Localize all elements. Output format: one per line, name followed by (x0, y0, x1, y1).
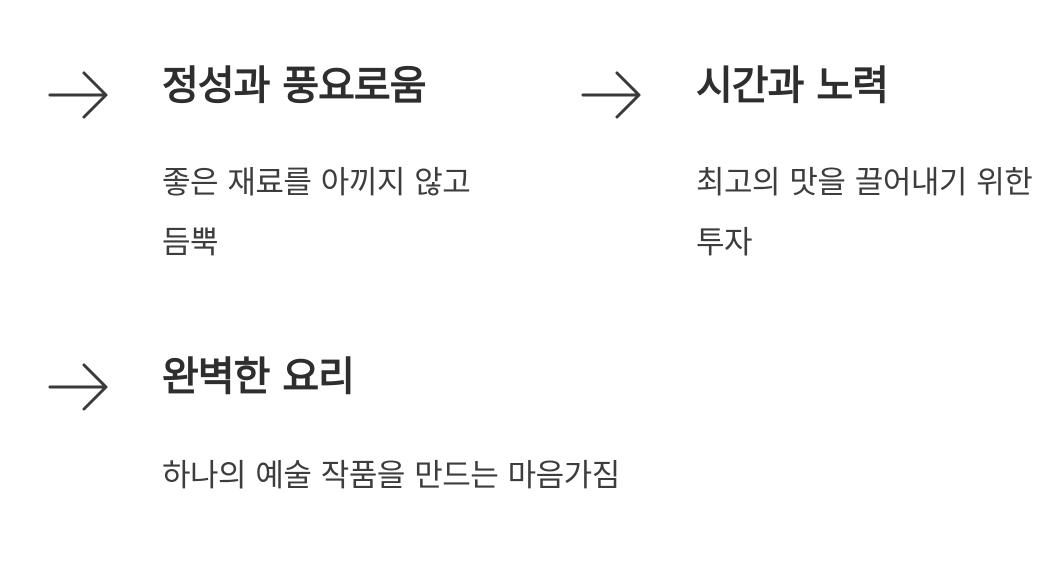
feature-description: 좋은 재료를 아끼지 않고 듬뿍 (162, 165, 471, 261)
feature-title: 시간과 노력 (696, 63, 889, 109)
feature-description: 최고의 맛을 끌어내기 위한 투자 (696, 165, 1033, 261)
feature-title: 정성과 풍요로움 (162, 63, 427, 109)
arrow-right-icon (47, 70, 109, 120)
arrow-right-icon (47, 362, 109, 412)
arrow-right-icon (580, 70, 642, 120)
feature-title: 완벽한 요리 (162, 354, 355, 400)
feature-description: 하나의 예술 작품을 만드는 마음가짐 (162, 458, 620, 494)
